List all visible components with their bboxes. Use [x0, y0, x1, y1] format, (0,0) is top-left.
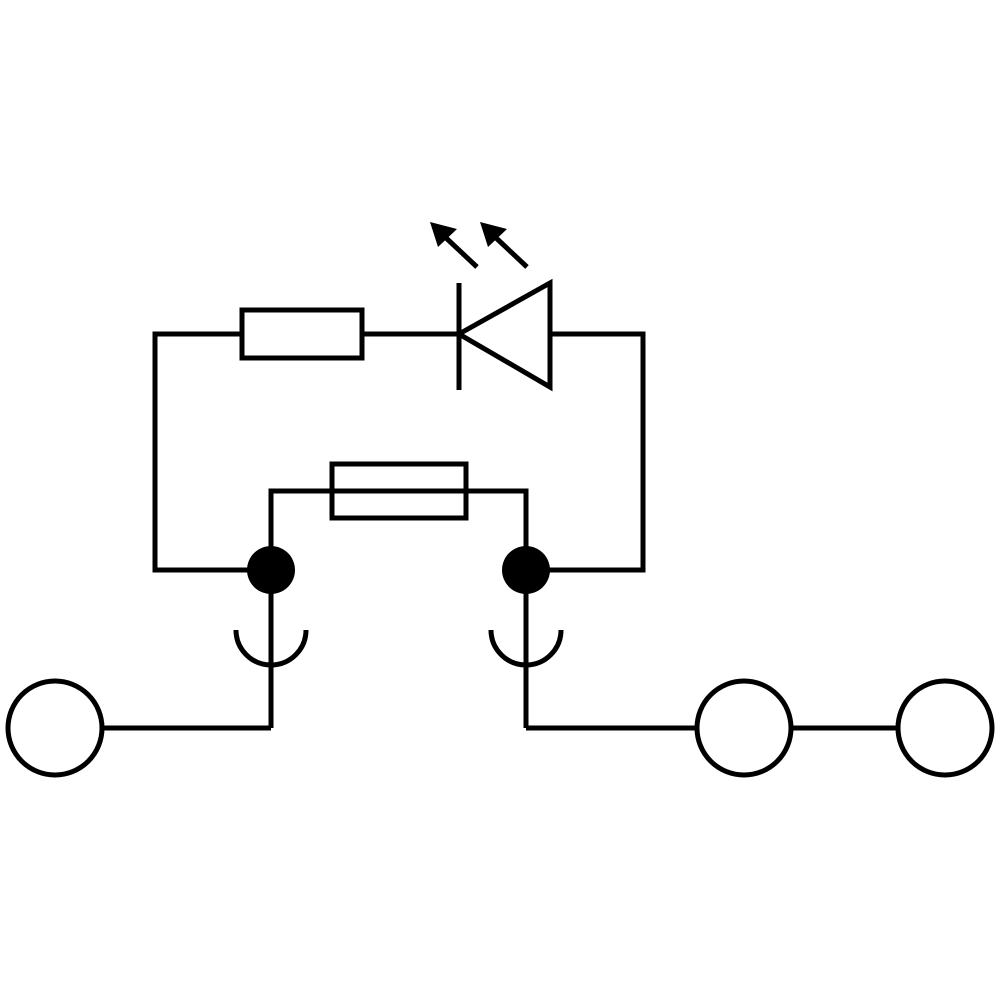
wire-left-fuse: [268, 488, 332, 570]
led-icon: [430, 222, 553, 392]
fuse-branch-wiring: [268, 488, 529, 570]
wire-right-loop: [526, 331, 646, 573]
terminal-left: [5, 678, 105, 778]
plug-contact-right: [488, 570, 564, 728]
led-triangle: [453, 278, 553, 392]
plug-contact-icon: [233, 629, 309, 668]
led-branch-wiring: [152, 331, 646, 573]
junction-dot-left: [247, 546, 295, 594]
plug-contact-icon: [488, 629, 564, 668]
light-emission-arrows-icon: [430, 222, 529, 269]
terminal-right: [895, 678, 995, 778]
wire-left-loop: [152, 331, 271, 573]
terminal-middle: [694, 678, 794, 778]
wire-right-fuse: [466, 488, 529, 570]
junction-dot-right: [502, 546, 550, 594]
resistor-icon: [239, 307, 365, 361]
plug-contact-left: [233, 570, 309, 728]
fuse-icon: [329, 461, 469, 521]
